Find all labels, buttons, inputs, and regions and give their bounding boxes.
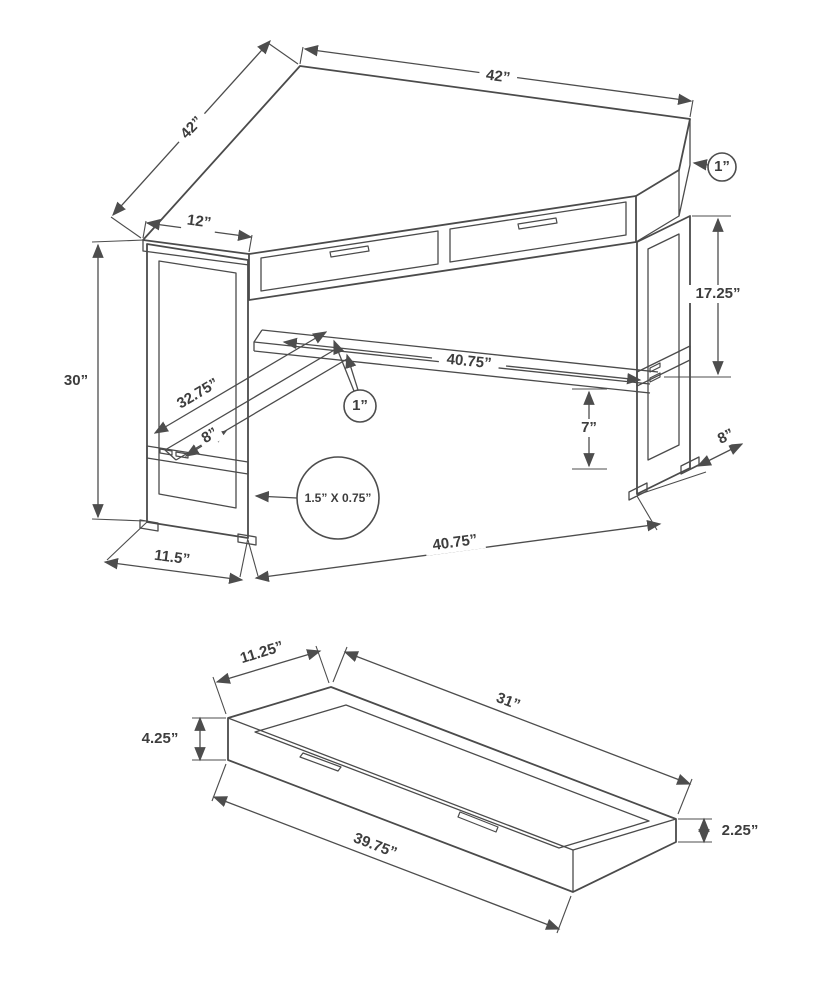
drawer-front-left [260, 230, 439, 292]
right-leg-outer [636, 215, 691, 495]
drawer-front-top-edge [227, 717, 574, 851]
dim-right-leg-depth: 8” [715, 425, 737, 447]
right-leg-shelf-bar [636, 345, 691, 387]
left-leg-foot-1 [139, 519, 159, 532]
drawer-front-right [449, 201, 627, 263]
dim-tube-profile: 1.5” X 0.75” [305, 491, 372, 505]
dim-left-leg-depth: 11.5” [153, 547, 191, 569]
dim-drawer-front-height: 4.25” [142, 730, 179, 747]
desktop-left-edge-thickness [142, 240, 250, 266]
drawer-floor [254, 704, 650, 849]
dim-desk-top-right: 42” [485, 66, 511, 86]
dim-desk-side-left: 12” [186, 211, 212, 231]
desktop-right-edge-thickness [635, 119, 691, 243]
dim-desk-height: 30” [64, 372, 88, 389]
drawer-dimensions: 11.25” 31” 4.25” 2.25” [137, 636, 763, 934]
corner-desk-drawing: 42” 42” 12” 30” [58, 39, 748, 584]
dim-right-shelf-height: 17.25” [695, 285, 740, 302]
dim-corner-shelf-width: 8” [199, 424, 221, 447]
dim-corner-shelf-length: 32.75” [174, 375, 221, 413]
callout-circle-shelf-thickness [343, 389, 377, 423]
apron-outline [248, 195, 637, 301]
callout-circle-tube [707, 152, 737, 182]
dim-base-width: 40.75” [431, 531, 478, 554]
right-leg-inner [647, 233, 680, 461]
storage-drawer-drawing: 11.25” 31” 4.25” 2.25” [137, 636, 763, 934]
right-leg-foot-1 [628, 482, 648, 501]
corner-shelf-cap [164, 449, 177, 461]
dim-tube-top-right: 1” [714, 158, 730, 175]
long-shelf-left-cap [253, 329, 263, 351]
drawer-right-rim-edge [572, 818, 677, 851]
left-leg-shelf-bar [146, 445, 249, 475]
dim-shelf-length: 40.75” [446, 351, 493, 373]
drawer-handle-slot-right [517, 217, 558, 230]
desk-apron-drawers [248, 195, 637, 301]
long-shelf-back-edge [261, 329, 659, 373]
drawer-silhouette [227, 686, 677, 893]
desktop-outline [142, 65, 691, 255]
dim-drawer-side-height: 2.25” [722, 822, 759, 839]
dim-shelf-thickness: 1” [352, 397, 368, 414]
drawer-handle-slot-left [329, 245, 370, 258]
desk-shelves [164, 329, 659, 461]
dim-drawer-depth: 11.25” [238, 638, 285, 667]
desk-dimensions: 42” 42” 12” 30” [58, 39, 748, 584]
right-leg-bar-slot-2 [649, 372, 661, 383]
dim-shelf-clearance: 7” [581, 419, 597, 436]
drawer-floor-slot-1 [299, 752, 342, 772]
left-leg-bar-slot-2 [175, 451, 189, 459]
dim-drawer-front-length: 39.75” [351, 830, 399, 862]
drawer-body [227, 686, 677, 893]
left-leg-bar-slot-1 [159, 448, 173, 456]
desk-right-leg-frame [628, 215, 700, 501]
desk-top-surface [142, 65, 691, 266]
